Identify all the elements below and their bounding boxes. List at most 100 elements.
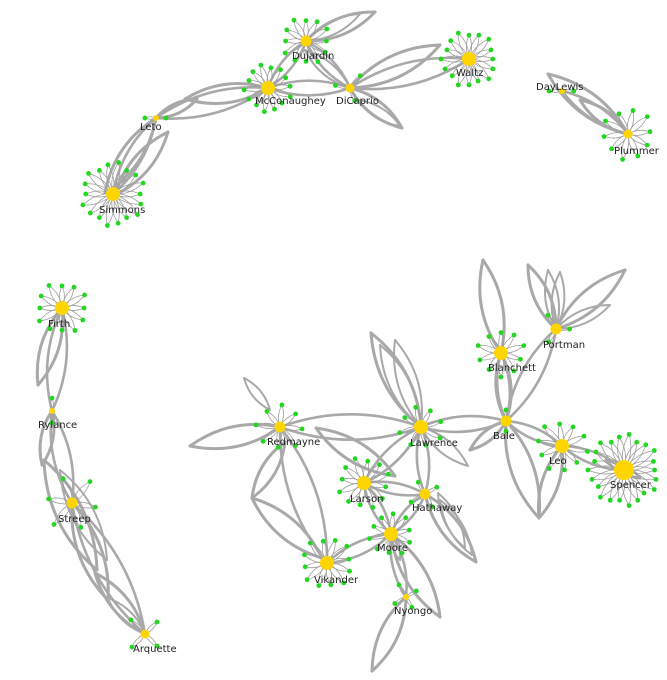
leaf-node xyxy=(314,19,320,25)
hub-node-bale[interactable] xyxy=(500,415,512,427)
edge-loop-moore-31-upper xyxy=(389,532,442,619)
edge-loop-dicaprio-9-lower xyxy=(357,99,401,127)
hub-node-redmayne[interactable] xyxy=(274,421,286,433)
hub-node-blanchett[interactable] xyxy=(494,346,508,360)
edge-loop-leto-3-upper xyxy=(154,97,199,120)
leaf-node xyxy=(262,109,267,115)
leaf-node xyxy=(279,100,285,106)
node-label-nyongo: Nyongo xyxy=(394,606,432,617)
hub-node-lawrence[interactable] xyxy=(414,420,428,434)
hub-node-vikander[interactable] xyxy=(320,556,334,570)
hub-node-daylewis[interactable] xyxy=(559,88,565,94)
hub-node-arquette[interactable] xyxy=(140,629,150,639)
node-label-portman: Portman xyxy=(543,340,585,351)
leaf-node xyxy=(284,27,290,33)
leaf-node xyxy=(293,411,298,417)
leaf-node xyxy=(37,318,42,324)
leaf-node xyxy=(486,36,492,42)
hub-node-rylance[interactable] xyxy=(49,408,55,414)
leaf-node xyxy=(47,326,53,332)
leaf-node xyxy=(367,536,372,541)
leaf-node xyxy=(567,326,572,332)
edge-loop-portman-36-lower xyxy=(526,263,558,331)
leaf-node xyxy=(293,443,298,448)
leaf-node xyxy=(82,181,88,187)
edge-loop-moore-31-lower xyxy=(389,532,442,619)
edge-loop-redmayne-19 xyxy=(188,422,282,451)
edge-dicaprio-waltz-upper xyxy=(348,57,471,91)
hub-node-portman[interactable] xyxy=(550,323,562,335)
edge-loop-leo-43-lower xyxy=(537,444,565,520)
edge-loop-hathaway-28-upper xyxy=(423,492,478,564)
leaf-node xyxy=(603,118,608,124)
hub-node-leo[interactable] xyxy=(555,439,569,453)
edge-loop-leo-43-upper xyxy=(536,444,564,520)
leaf-node xyxy=(49,395,55,401)
hub-node-dicaprio[interactable] xyxy=(345,83,355,93)
leaf-node xyxy=(408,499,414,505)
hub-node-streep[interactable] xyxy=(66,497,78,509)
hub-node-moore[interactable] xyxy=(384,527,398,541)
edge-loop-redmayne-20-lower xyxy=(243,377,271,411)
edge-firth-rylance-upper xyxy=(45,306,64,413)
node-label-hathaway: Hathaway xyxy=(412,503,462,514)
edge-dicaprio-waltz xyxy=(348,56,471,91)
hub-node-hathaway[interactable] xyxy=(419,488,431,500)
hub-node-dujardin[interactable] xyxy=(300,35,312,47)
leaf-node xyxy=(413,588,419,594)
edge-loop-lawrence-25-lower xyxy=(379,344,422,428)
edge-loop-arquette-17-lower xyxy=(93,571,147,636)
leaf-node xyxy=(258,62,264,68)
edge-loop-firth-12 xyxy=(35,306,65,387)
hub-node-mcconaughey[interactable] xyxy=(261,81,275,95)
leaf-node xyxy=(268,65,274,71)
leaf-node xyxy=(346,556,352,562)
leaf-node xyxy=(87,210,93,216)
edge-mcconaughey-leto-upper xyxy=(154,86,270,120)
node-label-mcconaughey: McConaughey xyxy=(255,96,326,107)
edge-bale-portman-upper xyxy=(504,327,558,423)
leaf-node xyxy=(133,172,139,178)
leaf-node xyxy=(620,157,625,162)
edge-loop-streep-14 xyxy=(42,458,99,572)
edge-loop-hathaway-28 xyxy=(423,492,478,564)
hub-node-spencer[interactable] xyxy=(614,460,634,480)
leaf-node xyxy=(518,356,523,362)
hub-node-larson[interactable] xyxy=(357,476,371,490)
hub-node-firth[interactable] xyxy=(55,301,69,315)
leaf-node xyxy=(626,432,632,437)
leaf-node xyxy=(607,497,613,503)
leaf-node xyxy=(142,115,148,121)
hub-node-plummer[interactable] xyxy=(623,129,633,139)
leaf-node xyxy=(498,330,504,335)
edge-loop-nyongo-33-upper xyxy=(370,595,408,673)
leaf-node xyxy=(430,504,435,510)
edge-loop-streep-15 xyxy=(59,469,108,561)
leaf-node xyxy=(315,59,321,65)
leaf-node xyxy=(250,69,256,75)
leaf-node xyxy=(486,367,492,372)
hub-node-waltz[interactable] xyxy=(462,52,476,66)
leaf-node xyxy=(486,76,492,82)
leaf-node xyxy=(138,201,144,207)
edge-loop-lawrence-26-upper xyxy=(393,339,422,428)
hub-node-leto[interactable] xyxy=(153,115,159,121)
hub-node-simmons[interactable] xyxy=(106,187,120,201)
leaf-node xyxy=(332,538,338,543)
edge-loop-redmayne-22-lower xyxy=(250,496,324,560)
leaf-node xyxy=(511,368,517,374)
node-label-spencer: Spencer xyxy=(610,480,652,491)
leaf-node xyxy=(380,496,385,501)
leaf-node xyxy=(116,160,121,165)
edge-loop-redmayne-19-upper xyxy=(188,422,282,448)
edge-loop-streep-15-lower xyxy=(59,469,108,561)
hub-node-nyongo[interactable] xyxy=(403,594,409,600)
edge-loop-moore-31 xyxy=(389,532,442,619)
leaf-node xyxy=(46,496,51,502)
leaf-node xyxy=(137,191,143,197)
node-label-firth: Firth xyxy=(48,319,70,330)
leaf-node xyxy=(592,459,597,464)
node-label-dicaprio: DiCaprio xyxy=(336,96,379,107)
node-label-arquette: Arquette xyxy=(133,644,177,655)
leaf-node xyxy=(343,465,348,470)
